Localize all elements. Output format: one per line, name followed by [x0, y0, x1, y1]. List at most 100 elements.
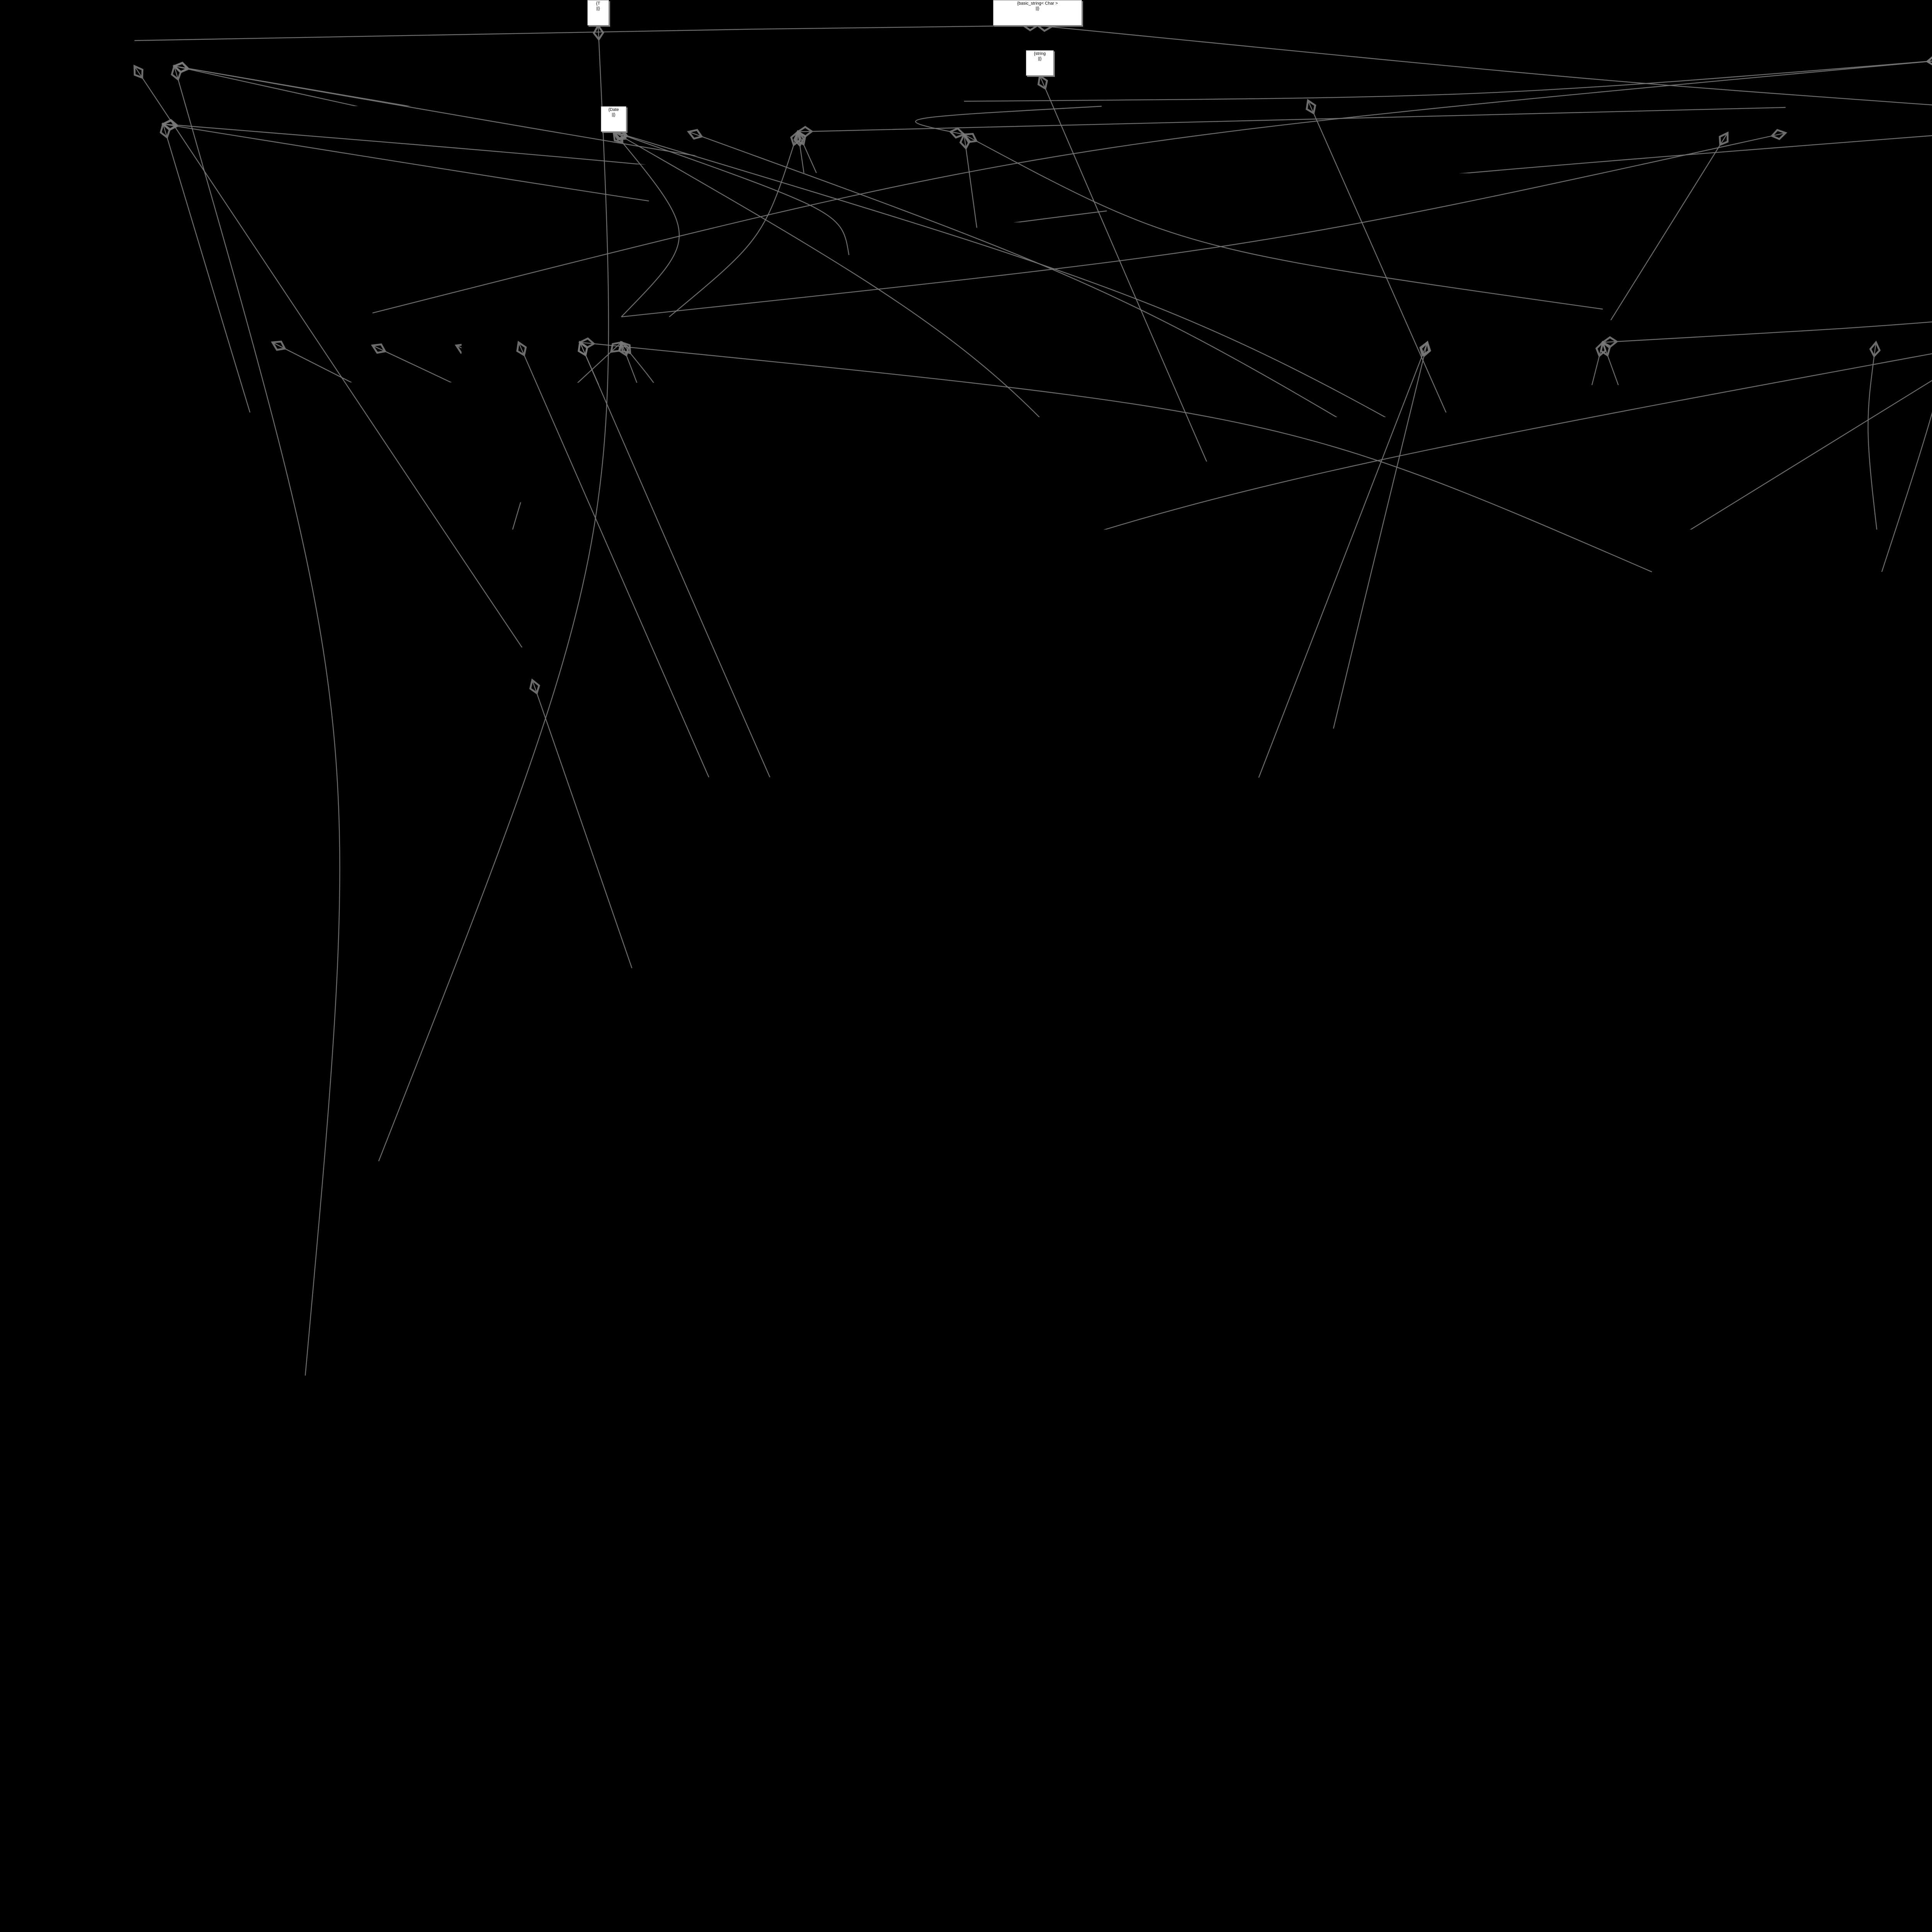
graph-edge	[272, 342, 321, 1376]
graph-edge	[372, 345, 581, 497]
class-node[interactable]: {vector< ore::data ::ScheduleData > ||}	[1252, 1406, 1302, 1439]
graph-edge	[372, 60, 1932, 313]
class-node[interactable]: {vector< ore::data ::Indexing > ||}	[1804, 1403, 1847, 1432]
class-node[interactable]: {map ||}	[1097, 1696, 1121, 1722]
graph-edge	[514, 1435, 1826, 1696]
class-node[interactable]: {set< ore::data::Required Fixings::Fixin…	[263, 589, 327, 622]
graph-edge	[811, 611, 1592, 1932]
class-node[interactable]: {RequiredFixings ||+ RequiredFixings() +…	[267, 1376, 344, 1468]
graph-edge	[616, 591, 1592, 611]
class-node[interactable]: {Overlaps ||+ Envelope() + Envelope() + …	[495, 497, 570, 680]
class-node[interactable]: {vector< T > ||}	[1918, 35, 1932, 60]
graph-edge	[521, 707, 1932, 1932]
class-node[interactable]: {Interpolation ||}	[696, 589, 738, 615]
graph-edge	[514, 914, 628, 1696]
graph-edge	[614, 132, 1350, 844]
graph-edge	[1226, 1710, 1932, 1932]
graph-edge	[1882, 60, 1932, 572]
graph-edge	[174, 66, 340, 1376]
class-node[interactable]: {Size ||}	[1414, 317, 1440, 342]
graph-edge	[616, 621, 1285, 1128]
class-node[interactable]: {vector< std::string > ||}	[1758, 107, 1813, 133]
graph-edge	[616, 617, 1567, 1015]
class-node[interactable]: {vector< ore::data:: ScheduleRules > ||}	[1565, 572, 1619, 611]
graph-edge	[927, 390, 1350, 844]
class-node[interactable]: {shared_ptr< ore::data ::InstrumentWrapp…	[738, 1692, 796, 1725]
class-node[interactable]: {ScheduleDates ||+ ScheduleDates() + Sch…	[1530, 261, 1598, 383]
class-node[interactable]: {basic_string< Char > ||}	[993, 0, 1082, 26]
class-node[interactable]: {ZeroInflationFixingEntry ||}	[599, 885, 658, 910]
class-node[interactable]: {K ||}	[124, 41, 145, 66]
graph-edge	[379, 1200, 1932, 1399]
class-node[interactable]: {Frequency ||}	[653, 317, 685, 342]
class-node[interactable]: {set< std::string > ||}	[492, 317, 546, 342]
class-node[interactable]: {vector< double > ||}	[1851, 317, 1901, 342]
graph-edge	[328, 908, 811, 1932]
class-node[interactable]: {set< ore::data::Required Fixings::ZeroI…	[344, 1161, 413, 1200]
graph-edge	[616, 617, 1350, 844]
class-node[interactable]: {T ||}	[587, 0, 609, 26]
graph-edge	[964, 134, 1603, 309]
class-node[interactable]: {vector< ore::data:: ScheduleDerived > |…	[1490, 572, 1544, 611]
class-node[interactable]: {Real ||}	[786, 106, 810, 132]
class-node[interactable]: {BasketData ||+ BasketData() + fromXML()…	[1321, 844, 1378, 887]
class-node[interactable]: {vector< ore::data:: BasketConstituent >…	[1321, 572, 1383, 611]
class-node[interactable]: {Indexing ||+ Indexing() + Indexing() + …	[1519, 997, 1615, 1352]
class-node[interactable]: {Period ||}	[609, 317, 634, 342]
graph-edge	[628, 910, 1226, 1669]
class-node[interactable]: {AmortizationData ||+ AmortizationData()…	[1617, 286, 1681, 369]
class-node[interactable]: {LegData ||+ LegData() + LegData() + fro…	[1750, 1497, 1826, 1932]
graph-edge	[767, 1692, 1226, 1710]
graph-edge	[1273, 1437, 1932, 1932]
class-node[interactable]: {nanosecond_type ||}	[491, 1696, 537, 1722]
class-node[interactable]: {set< ore::data::Required Fixings::Infla…	[294, 875, 363, 908]
graph-edge	[614, 132, 679, 317]
graph-edge	[927, 29, 1040, 255]
graph-edge	[295, 622, 629, 885]
class-node[interactable]: {bool ||}	[1090, 106, 1114, 132]
class-node[interactable]: {set< K > ||}	[143, 99, 183, 124]
class-node[interactable]: {TradeMonitor ||+ addNotional() + notion…	[1202, 1669, 1250, 1710]
class-node[interactable]: {Leg ||}	[162, 41, 186, 66]
graph-edge	[927, 317, 1876, 390]
graph-edge	[444, 349, 520, 502]
graph-edge	[1263, 1352, 1567, 1932]
graph-edge	[379, 1200, 1226, 1669]
class-node[interactable]: {optional< ore::data ::CdsReferenceInfor…	[923, 101, 1005, 134]
class-node[interactable]: {map< std::string, boost ::any > ||}	[340, 313, 405, 345]
class-node[interactable]: {map< K, T > ||}	[371, 99, 423, 124]
graph-edge	[1109, 1722, 1273, 1932]
graph-edge	[580, 317, 1649, 369]
class-node[interactable]: {vector< QuantLib::Leg > ||}	[654, 106, 723, 132]
graph-edge	[305, 1200, 379, 1376]
class-node[interactable]: {TradeActions ||+ TradeActions() + fromX…	[1264, 1128, 1306, 1190]
graph-edge	[1109, 1722, 1309, 1932]
graph-edge	[532, 680, 1277, 1406]
class-node[interactable]: {any ||}	[342, 99, 366, 124]
class-node[interactable]: {Date ||}	[601, 106, 626, 132]
class-node[interactable]: {XMLSerializable ||+ ~XMLSerializable() …	[1273, 58, 1343, 105]
graph-edge	[614, 132, 849, 255]
class-node[interactable]: {NettingSetDetails ||+ NettingSetDetails…	[896, 255, 958, 390]
graph-edge	[1208, 342, 1427, 1669]
class-node[interactable]: {set< string > ||}	[251, 317, 294, 342]
graph-edge	[767, 1725, 1273, 1932]
class-node[interactable]: {Fixing ||}	[566, 317, 594, 342]
graph-edge	[379, 611, 1652, 1161]
class-node[interactable]: {vector< string > ||}	[1704, 107, 1751, 133]
graph-edge	[521, 707, 767, 1692]
graph-edge	[521, 342, 673, 502]
graph-edge	[328, 912, 1567, 1028]
graph-edge	[1273, 611, 1352, 1932]
graph-edge	[1882, 133, 1932, 572]
graph-edge	[1273, 1437, 1932, 1932]
class-node[interactable]: {InflationFixingEntry ||}	[591, 591, 641, 617]
class-node[interactable]: {string ||}	[1026, 50, 1054, 76]
class-node[interactable]: {vector< ore::data:: AmortizationData > …	[1853, 572, 1911, 611]
class-node[interactable]: {ScheduleRules ||+ ScheduleRules() + Sch…	[1298, 191, 1376, 462]
graph-edge	[532, 680, 826, 1932]
class-node[interactable]: {map< string, boost ::any > ||}	[429, 313, 484, 345]
class-node[interactable]: {BasketConstituent ||+ BasketConstituent…	[811, 255, 887, 390]
class-node[interactable]: {vector< ore::data:: ScheduleDates > ||}	[1625, 572, 1679, 611]
class-node[interactable]: {shared_ptr< ore::data ::LegAdditionalDa…	[1913, 1399, 1932, 1437]
